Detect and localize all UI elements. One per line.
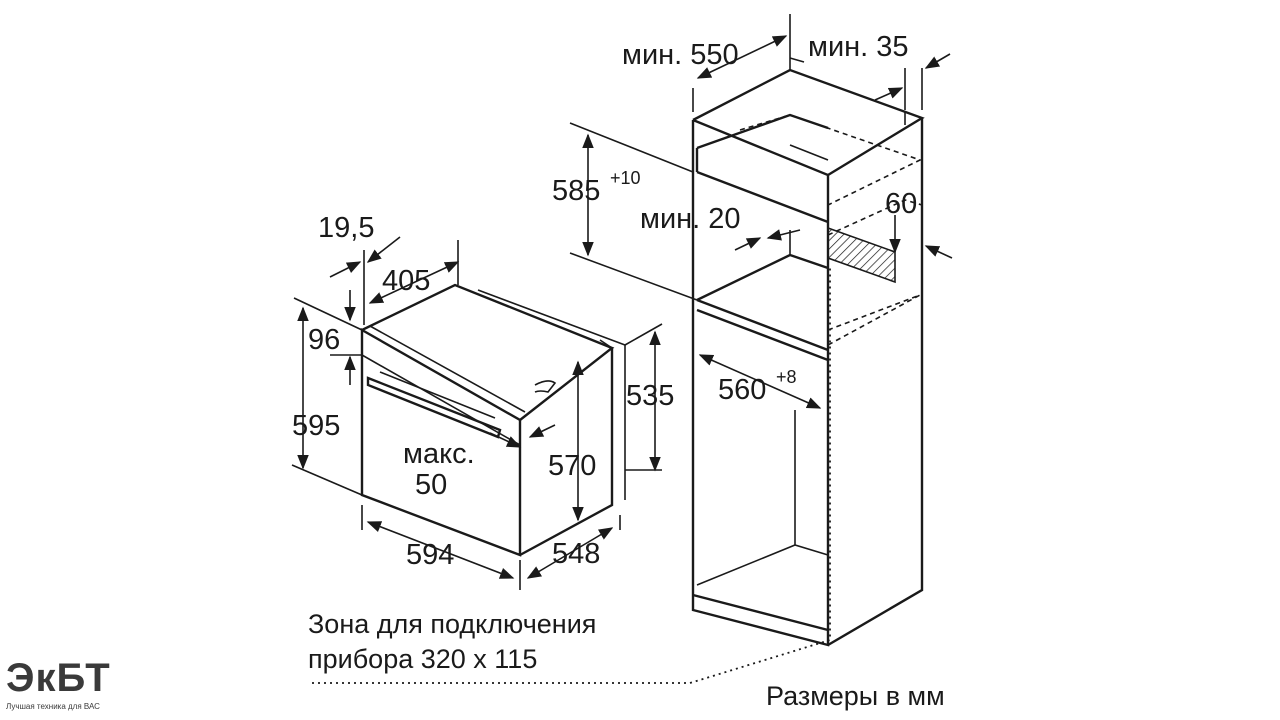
label-60: 60 [885, 188, 917, 220]
label-570: 570 [548, 450, 596, 482]
label-max-value: 50 [415, 469, 447, 501]
label-594: 594 [406, 539, 454, 571]
label-min-20: мин. 20 [640, 203, 741, 235]
oven-dimension-lines [291, 236, 663, 590]
label-585: 585 [552, 175, 600, 207]
label-560-tolerance: +8 [776, 367, 797, 387]
cabinet-dimension-lines [569, 14, 953, 409]
connection-zone-label-line2: прибора 320 х 115 [308, 644, 537, 674]
label-min-35: мин. 35 [808, 31, 909, 63]
cabinet-drawing [691, 57, 925, 647]
oven-drawing [360, 283, 626, 557]
label-max-word: макс. [403, 438, 475, 470]
logo-tagline: Лучшая техника для ВАС [6, 702, 100, 711]
label-405: 405 [382, 265, 430, 297]
label-96: 96 [308, 324, 340, 356]
logo-mark: ЭкБТ [6, 656, 111, 700]
label-535: 535 [626, 380, 674, 412]
store-logo: ЭкБТ Лучшая техника для ВАС [6, 656, 136, 716]
units-note: Размеры в мм [766, 681, 945, 711]
connection-zone-label-line1: Зона для подключения [308, 609, 596, 639]
connection-zone-leader [312, 268, 831, 684]
label-560: 560 [718, 374, 766, 406]
label-19-5: 19,5 [318, 212, 374, 244]
dimension-labels: мин. 550 мин. 35 585 +10 мин. 20 60 19,5… [292, 31, 945, 711]
label-min-550: мин. 550 [622, 39, 739, 71]
label-585-tolerance: +10 [610, 168, 641, 188]
label-548: 548 [552, 538, 600, 570]
label-595: 595 [292, 410, 340, 442]
